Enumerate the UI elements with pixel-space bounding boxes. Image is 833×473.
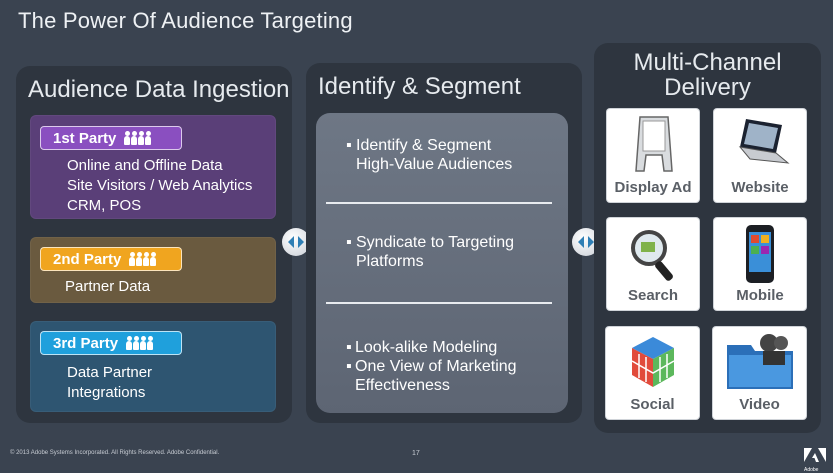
flow-arrow-icon [282,228,310,256]
segment-box [316,113,568,413]
tile-label: Social [630,396,675,413]
delivery-title-line: Multi-Channel [633,49,782,76]
people-icon [126,336,154,350]
segment-divider [326,302,552,304]
badge-3rd-party: 3rd Party [40,331,182,355]
tile-display-ad: Display Ad [607,109,699,202]
page-number: 17 [412,450,420,457]
segment-bullet: ▪ [346,137,352,154]
party-3rd-text: Data Partner Integrations [67,363,152,403]
badge-2nd-party: 2nd Party [40,247,182,271]
tile-social: Social [606,327,699,419]
adobe-logo-icon [804,448,826,462]
billboard-icon [635,116,673,172]
tile-label: Mobile [736,287,784,304]
party-2nd-text: Partner Data [65,277,150,297]
segment-divider [326,202,552,204]
segment-bullet: ▪ [346,339,352,356]
badge-label: 1st Party [53,129,117,147]
party-line: Online and Offline Data [67,157,223,174]
delivery-title-line: Delivery [664,74,751,101]
laptop-icon [738,119,790,164]
segment-bullet: ▪ [346,234,352,251]
tile-label: Search [627,287,679,304]
ingestion-title: Audience Data Ingestion [28,76,290,103]
magnifier-icon [631,230,673,281]
party-line: CRM, POS [67,197,142,214]
badge-label: 3rd Party [53,334,119,352]
party-line: Integrations [67,384,146,401]
tile-label: Video [739,396,780,413]
tile-mobile: Mobile [714,218,806,310]
party-1st-text: Online and Offline Data Site Visitors / … [67,156,252,216]
tile-video: Video [713,327,806,419]
cube-icon [631,337,675,387]
badge-label: 2nd Party [53,250,122,268]
tile-label: Website [731,179,789,196]
party-line: Partner Data [65,278,151,295]
people-icon [124,131,152,145]
segment-title: Identify & Segment [318,73,521,100]
slide-title: The Power Of Audience Targeting [18,8,353,33]
delivery-title: Multi-Channel Delivery [594,50,821,100]
phone-icon [746,225,774,283]
segment-bullet-text: Look-alike Modeling [355,339,498,356]
party-line: Site Visitors / Web Analytics [67,177,253,194]
segment-bullet: ▪ [346,358,352,375]
tile-label: Display Ad [614,179,692,196]
badge-1st-party: 1st Party [40,126,182,150]
people-icon [129,252,157,266]
adobe-logo-text: Adobe [804,467,819,473]
tile-website: Website [714,109,806,202]
party-line: Data Partner [67,364,153,381]
adobe-logo: Adobe [804,448,826,473]
film-folder-icon [727,334,793,389]
tile-search: Search [607,218,699,310]
copyright-footer: © 2013 Adobe Systems Incorporated. All R… [10,450,220,456]
